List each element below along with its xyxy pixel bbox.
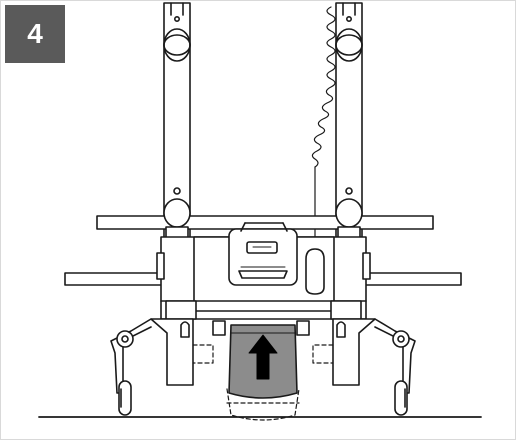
- left-knob: [163, 198, 191, 228]
- step-number: 4: [27, 18, 43, 49]
- drive-wheel-hidden-outline: [192, 344, 334, 421]
- control-box: [228, 222, 298, 286]
- right-caster: [394, 380, 408, 416]
- right-leg: [332, 318, 416, 394]
- up-arrow-icon: [248, 334, 278, 380]
- left-caster: [118, 380, 132, 416]
- step-number-badge: 4: [5, 5, 65, 63]
- coiled-cable: [311, 6, 336, 252]
- hand-pendant: [305, 248, 325, 295]
- left-leg: [110, 318, 194, 394]
- right-knob: [335, 198, 363, 228]
